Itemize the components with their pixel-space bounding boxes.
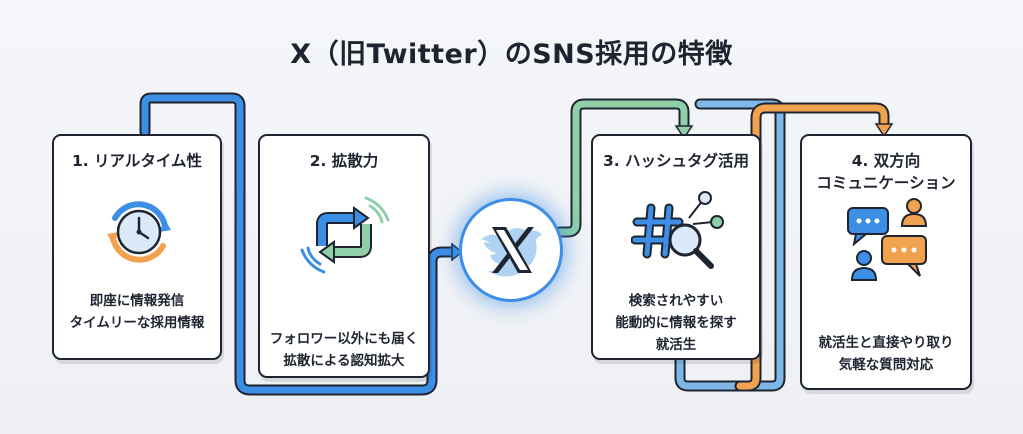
x-logo-icon <box>480 227 542 277</box>
card-title: コミュニケーション <box>816 174 956 192</box>
card-two-way: 4. 双方向 コミュニケーション 就活生と直接やり取り 気軽な質問対応 <box>800 134 972 390</box>
card-desc-line: フォロワー以外にも届く <box>269 331 419 347</box>
clock-refresh-icon <box>107 201 171 263</box>
card-desc-line: 検索されやすい <box>628 293 724 309</box>
card-desc-line: 気軽な質問対応 <box>838 357 934 373</box>
orange-flow-arrowhead <box>874 123 894 138</box>
card-title: 2. 拡散力 <box>309 152 379 170</box>
card-desc-line: 即座に情報発信 <box>89 293 185 309</box>
card-realtime: 1. リアルタイム性 即座に情報発信 タイムリーな採用情報 <box>52 134 222 360</box>
retweet-icon <box>300 196 390 274</box>
page-title: X（旧Twitter）のSNS採用の特徴 <box>290 39 733 70</box>
blue-flow-arrowhead <box>451 242 464 262</box>
chat-users-icon <box>847 198 928 281</box>
x-logo-hub <box>459 198 563 302</box>
card-title: 4. 双方向 <box>851 152 921 170</box>
card-title: 3. ハッシュタグ活用 <box>602 152 750 170</box>
card-desc-line: 就活生 <box>655 337 697 353</box>
green-flow-arrowhead <box>674 125 694 140</box>
card-desc-line: タイムリーな採用情報 <box>69 315 205 331</box>
card-spread: 2. 拡散力 フォロワー以外にも届く 拡散による認知拡大 <box>258 134 430 378</box>
hashtag-search-icon <box>631 191 724 269</box>
card-title: 1. リアルタイム性 <box>71 152 203 170</box>
card-desc-line: 拡散による認知拡大 <box>283 353 405 369</box>
card-hashtag: 3. ハッシュタグ活用 検索されやすい 能動的に情報を探す 就活生 <box>591 134 761 360</box>
card-desc-line: 就活生と直接やり取り <box>818 335 954 351</box>
card-desc-line: 能動的に情報を探す <box>615 315 737 331</box>
